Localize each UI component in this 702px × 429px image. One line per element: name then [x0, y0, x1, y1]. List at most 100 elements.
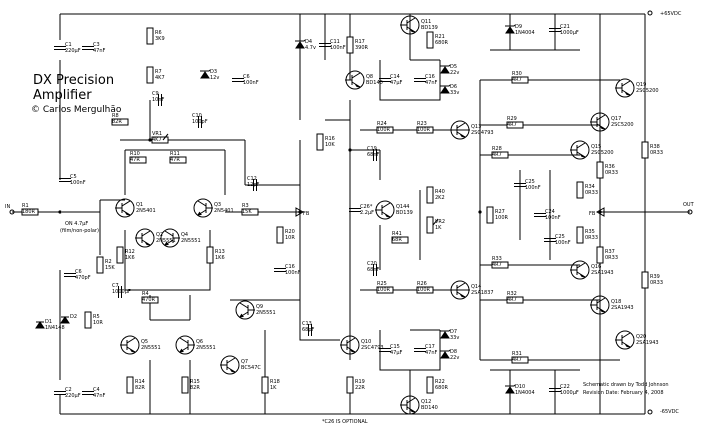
component-value: 180R	[22, 209, 36, 215]
component-ref: R40	[435, 189, 445, 195]
neg-rail-terminal	[647, 409, 653, 415]
component-ref: Q13	[471, 124, 481, 130]
component-value: 47R	[130, 157, 140, 163]
component-value: 47R	[170, 157, 180, 163]
component-value: 4R7	[507, 122, 517, 128]
component-value: 4K7	[152, 137, 162, 143]
component-value: 2SC4793	[361, 345, 384, 351]
component-ref: R30	[512, 71, 522, 77]
component-ref: R17	[355, 39, 365, 45]
component-value: 100R	[417, 287, 431, 293]
out-terminal	[687, 209, 693, 215]
component-ref: C6	[75, 269, 82, 275]
component-ref: D5	[450, 64, 457, 70]
component-ref: Q5	[141, 339, 148, 345]
component-value: 1N4004	[515, 30, 535, 36]
component-value: 2N5401	[136, 208, 156, 214]
component-ref: R26	[417, 281, 427, 287]
component-ref: R23	[417, 121, 427, 127]
component-value: 2SC5200	[591, 150, 614, 156]
component-value: 4R7	[492, 262, 502, 268]
component-value: 100pF	[192, 119, 208, 125]
component-value: 680R	[435, 385, 449, 391]
fb-terminal-label-2: FB	[589, 211, 596, 217]
component-value: 100R	[495, 215, 509, 221]
component-value: 68pF	[302, 327, 315, 333]
component-value: 47µF	[390, 80, 403, 86]
component-ref: C24	[545, 209, 555, 215]
component-ref: Q17	[611, 116, 621, 122]
component-value: 2SC5200	[636, 88, 659, 94]
component-ref: D7	[450, 329, 457, 335]
component-value: 10K	[325, 142, 335, 148]
component-value: 100R	[377, 287, 391, 293]
component-ref: R11	[170, 151, 180, 157]
component-d2: D2	[60, 314, 77, 324]
component-ref: R7	[155, 69, 162, 75]
component-value: 2SA1837	[471, 290, 494, 296]
component-value: 33v	[450, 335, 459, 341]
component-value: 33v	[450, 90, 459, 96]
component-value: 68nF	[367, 267, 380, 273]
component-ref: R10	[130, 151, 140, 157]
component-value: 22v	[450, 355, 459, 361]
component-ref: Q9	[256, 304, 263, 310]
component-ref: Q7	[241, 359, 248, 365]
component-value: 1N4148	[45, 325, 65, 331]
component-ref: Q14	[471, 284, 481, 290]
component-value: 82R	[190, 385, 200, 391]
component-value: 1N4004	[515, 390, 535, 396]
component-value: 47nF	[425, 80, 438, 86]
component-value: BD140	[366, 80, 383, 86]
component-value: 82R	[112, 119, 122, 125]
title-line-2: Amplifier	[33, 88, 92, 103]
in-terminal-label: IN	[5, 204, 10, 210]
component-ref: Q144	[396, 204, 409, 210]
component-ref: R35	[585, 229, 595, 235]
component-value: 100R	[377, 127, 391, 133]
component-ref: R21	[435, 34, 445, 40]
component-ref: D6	[450, 84, 457, 90]
component-c26: C26*2.2µF	[349, 204, 374, 216]
component-ref: D2	[70, 314, 77, 320]
component-ref: Q6	[196, 339, 203, 345]
component-ref: R29	[507, 116, 517, 122]
component-ref: D10	[515, 384, 525, 390]
copyright: © Carlos Mergulhão	[31, 105, 122, 115]
component-ref: C11	[330, 39, 340, 45]
component-ref: Q12	[421, 399, 431, 405]
